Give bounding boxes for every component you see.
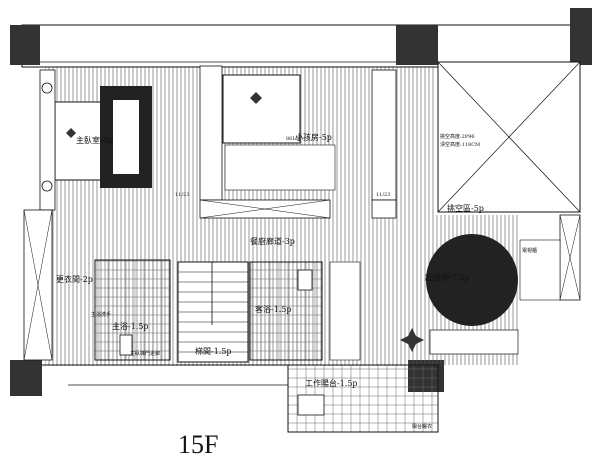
label-master-bath: 主浴-1.5p xyxy=(112,321,149,331)
right-cabinets xyxy=(519,214,581,301)
small-bedroom-area xyxy=(199,65,397,219)
plant-icon xyxy=(400,328,424,352)
master-bedroom-area xyxy=(39,69,152,211)
label-hallway: 餐廚廊道-3p xyxy=(250,236,295,246)
annotations: 挑空高度:2P96 淨空高度:118CM 11/23 11/23 86L3 陽台… xyxy=(91,133,537,430)
note-bed-size-1: 11/23 xyxy=(175,192,189,198)
note-bed-size-2: 11/23 xyxy=(376,192,390,198)
top-frame xyxy=(21,24,581,68)
room-labels: 主臥室-8p 小孩房-5p 餐廚廊道-3p 起居間-7.5p 挑空區-5p 更衣… xyxy=(56,132,484,388)
note-ceiling-2: 淨空高度:118CM xyxy=(440,141,480,148)
note-bed-mark: 86L3 xyxy=(286,136,299,142)
label-master-bedroom: 主臥室-8p xyxy=(76,135,113,145)
label-common-bath: 客浴-1.5p xyxy=(255,304,292,314)
work-balcony-area xyxy=(287,364,439,433)
light-void xyxy=(437,61,581,213)
label-work-balcony: 工作陽台-1.5p xyxy=(305,378,358,388)
master-bath-area xyxy=(94,259,171,361)
note-bath: 主浴洗手 xyxy=(91,311,111,318)
note-ceiling-1: 挑空高度:2P96 xyxy=(440,133,475,140)
dressing-room-area xyxy=(23,209,53,361)
note-tv: 電視櫃 xyxy=(522,247,537,254)
note-stair: 主臥梯門走廊 xyxy=(130,350,160,357)
label-light-area: 挑空區-5p xyxy=(447,203,484,213)
label-living-room: 起居間-7.5p xyxy=(425,273,470,282)
bottom-exterior xyxy=(42,364,288,386)
note-balcony: 陽台曬衣 xyxy=(412,423,432,430)
floor-label: 15F xyxy=(178,430,218,459)
living-room-rug xyxy=(426,234,519,355)
common-bath-area xyxy=(249,261,361,361)
label-small-bedroom: 小孩房-5p xyxy=(295,132,332,142)
label-dressing-room: 更衣間-2p xyxy=(56,274,93,284)
stairs-area xyxy=(177,261,249,363)
label-stairs: 梯間-1.5p xyxy=(195,346,232,356)
